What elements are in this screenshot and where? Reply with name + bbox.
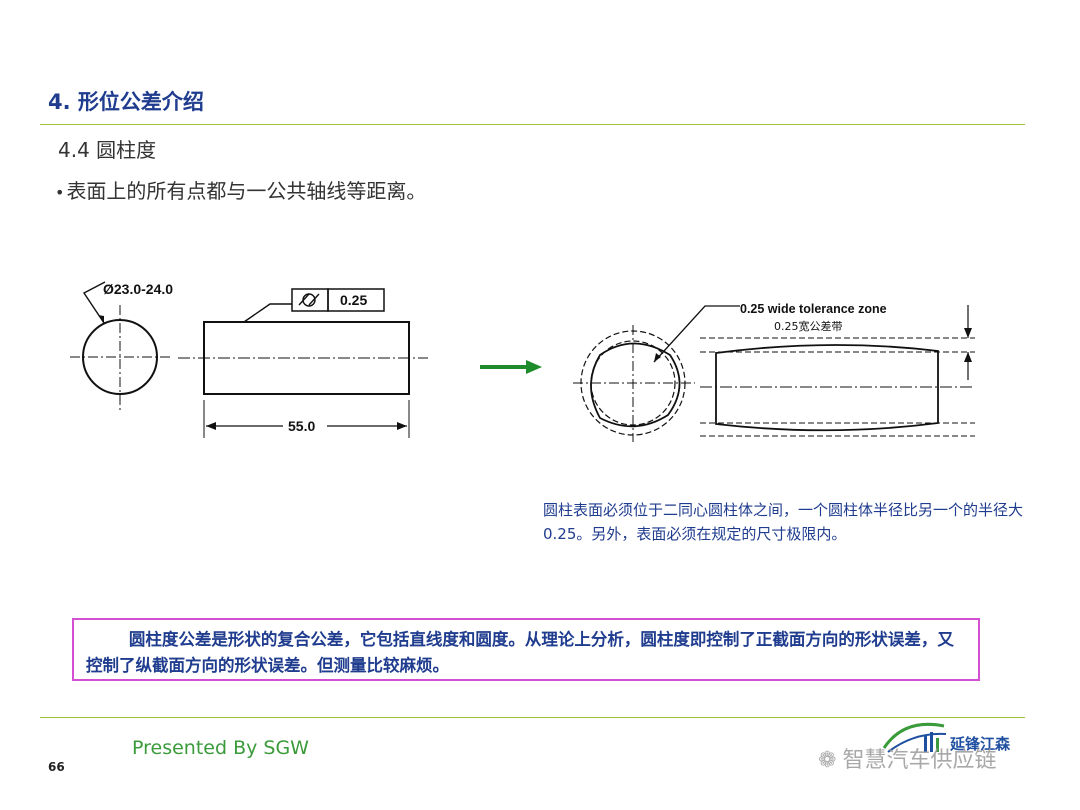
wechat-icon: ❁ bbox=[818, 748, 837, 773]
watermark: ❁智慧汽车供应链 bbox=[818, 742, 996, 774]
figure-caption: 圆柱表面必须位于二同心圆柱体之间，一个圆柱体半径比另一个的半径大0.25。另外，… bbox=[543, 501, 1024, 543]
watermark-text: 智慧汽车供应链 bbox=[842, 748, 997, 773]
cylindricity-figure: Ø23.0-24.0 55.0 0.25 bbox=[70, 281, 975, 442]
left-end-view bbox=[70, 281, 172, 410]
tolerance-value: 0.25 bbox=[340, 292, 367, 308]
zone-arrow-up-icon bbox=[964, 352, 972, 362]
bullet-text: 表面上的所有点都与一公共轴线等距离。 bbox=[66, 179, 427, 203]
length-label: 55.0 bbox=[288, 418, 315, 434]
length-label-bg bbox=[283, 417, 327, 435]
presenter-label: Presented By SGW bbox=[132, 737, 309, 759]
company-logo-icon bbox=[882, 722, 947, 753]
zone-leader-arrow-icon bbox=[654, 353, 661, 362]
header-divider bbox=[40, 124, 1025, 125]
footer-divider bbox=[40, 717, 1025, 718]
company-logo-text: 延锋江森 bbox=[950, 735, 1011, 753]
diameter-leader-arrow-icon bbox=[98, 315, 104, 323]
page-title: 4. 形位公差介绍 bbox=[48, 90, 204, 114]
bullet-dot-icon: • bbox=[55, 183, 65, 202]
transition-arrow-icon bbox=[480, 360, 542, 374]
right-side-view bbox=[700, 305, 975, 437]
length-arrow-right-icon bbox=[397, 422, 407, 430]
right-end-view bbox=[573, 305, 740, 442]
section-subtitle: 4.4 圆柱度 bbox=[58, 138, 157, 162]
summary-note-box: 圆柱度公差是形状的复合公差，它包括直线度和圆度。从理论上分析，圆柱度即控制了正截… bbox=[72, 618, 980, 681]
left-side-view bbox=[178, 288, 428, 438]
zone-label-en: 0.25 wide tolerance zone bbox=[740, 302, 887, 316]
diameter-label: Ø23.0-24.0 bbox=[103, 281, 173, 297]
zone-label-cn: 0.25宽公差带 bbox=[774, 319, 843, 333]
bullet-point: •表面上的所有点都与一公共轴线等距离。 bbox=[55, 175, 426, 204]
page-number: 66 bbox=[48, 760, 65, 774]
length-arrow-left-icon bbox=[206, 422, 216, 430]
zone-arrow-down-icon bbox=[964, 328, 972, 338]
